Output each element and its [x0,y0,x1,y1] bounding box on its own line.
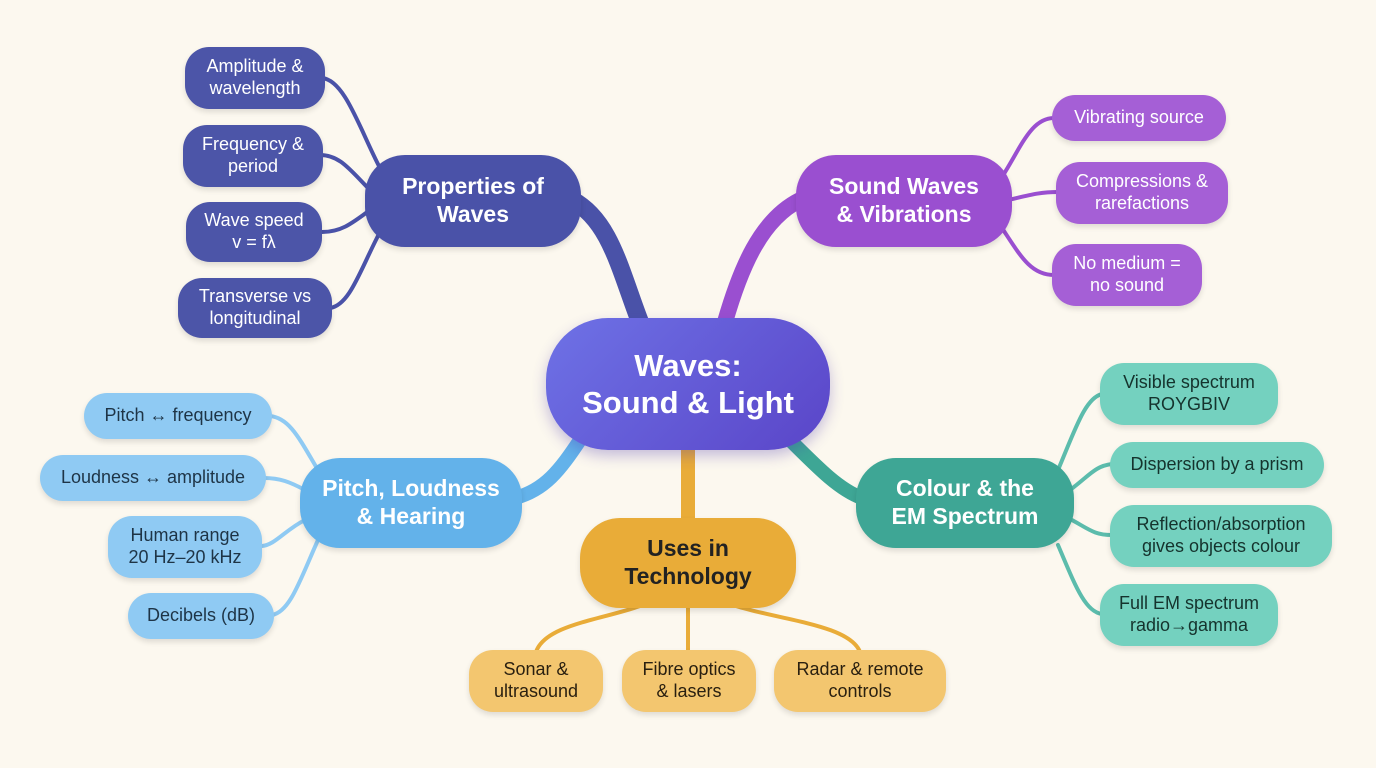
branch-sound-waves-vibrations[interactable]: Sound Waves & Vibrations [796,155,1012,247]
leaf-vibrating-source[interactable]: Vibrating source [1052,95,1226,141]
leaf-visible-spectrum[interactable]: Visible spectrum ROYGBIV [1100,363,1278,425]
link-uses-leaf-3 [734,604,862,654]
leaf-transverse-longitudinal[interactable]: Transverse vs longitudinal [178,278,332,338]
leaf-compressions-rarefactions[interactable]: Compressions & rarefactions [1056,162,1228,224]
leaf-loudness-amplitude[interactable]: Loudness ↔ amplitude [40,455,266,501]
link-sound-leaf-1 [998,116,1056,182]
branch-properties-of-waves[interactable]: Properties of Waves [365,155,581,247]
leaf-frequency-period[interactable]: Frequency & period [183,125,323,187]
link-colour-leaf-4 [1056,543,1104,616]
link-properties-leaf-3 [320,208,372,234]
leaf-no-medium-no-sound[interactable]: No medium = no sound [1052,244,1202,306]
link-colour-leaf-1 [1056,392,1104,472]
link-pitch-leaf-3 [260,518,307,548]
link-uses-leaf-1 [534,604,642,654]
link-center-properties [563,191,649,331]
leaf-full-em-spectrum[interactable]: Full EM spectrum radio→gamma [1100,584,1278,646]
leaf-human-range[interactable]: Human range 20 Hz–20 kHz [108,516,262,578]
link-center-pitch [508,433,587,505]
leaf-dispersion-prism[interactable]: Dispersion by a prism [1110,442,1324,488]
leaf-amplitude-wavelength[interactable]: Amplitude & wavelength [185,47,325,109]
link-pitch-leaf-4 [270,538,320,617]
link-sound-leaf-3 [998,223,1056,277]
link-center-sound [717,192,808,330]
central-topic[interactable]: Waves: Sound & Light [546,318,830,450]
link-colour-leaf-3 [1070,518,1114,537]
link-sound-leaf-2 [1006,190,1060,202]
link-pitch-leaf-1 [268,414,320,472]
branch-pitch-loudness-hearing[interactable]: Pitch, Loudness & Hearing [300,458,522,548]
link-colour-leaf-2 [1068,462,1114,492]
leaf-fibre-optics-lasers[interactable]: Fibre optics & lasers [622,650,756,712]
link-center-colour [783,433,869,505]
leaf-wave-speed[interactable]: Wave speed v = fλ [186,202,322,262]
leaf-radar-remote-controls[interactable]: Radar & remote controls [774,650,946,712]
link-pitch-leaf-2 [262,476,307,492]
link-properties-leaf-1 [320,76,382,170]
leaf-pitch-frequency[interactable]: Pitch ↔ frequency [84,393,272,439]
leaf-decibels[interactable]: Decibels (dB) [128,593,274,639]
branch-colour-em-spectrum[interactable]: Colour & the EM Spectrum [856,458,1074,548]
link-properties-leaf-2 [318,153,372,192]
leaf-sonar-ultrasound[interactable]: Sonar & ultrasound [469,650,603,712]
link-properties-leaf-4 [328,230,382,310]
branch-uses-in-technology[interactable]: Uses in Technology [580,518,796,608]
leaf-reflection-absorption[interactable]: Reflection/absorption gives objects colo… [1110,505,1332,567]
